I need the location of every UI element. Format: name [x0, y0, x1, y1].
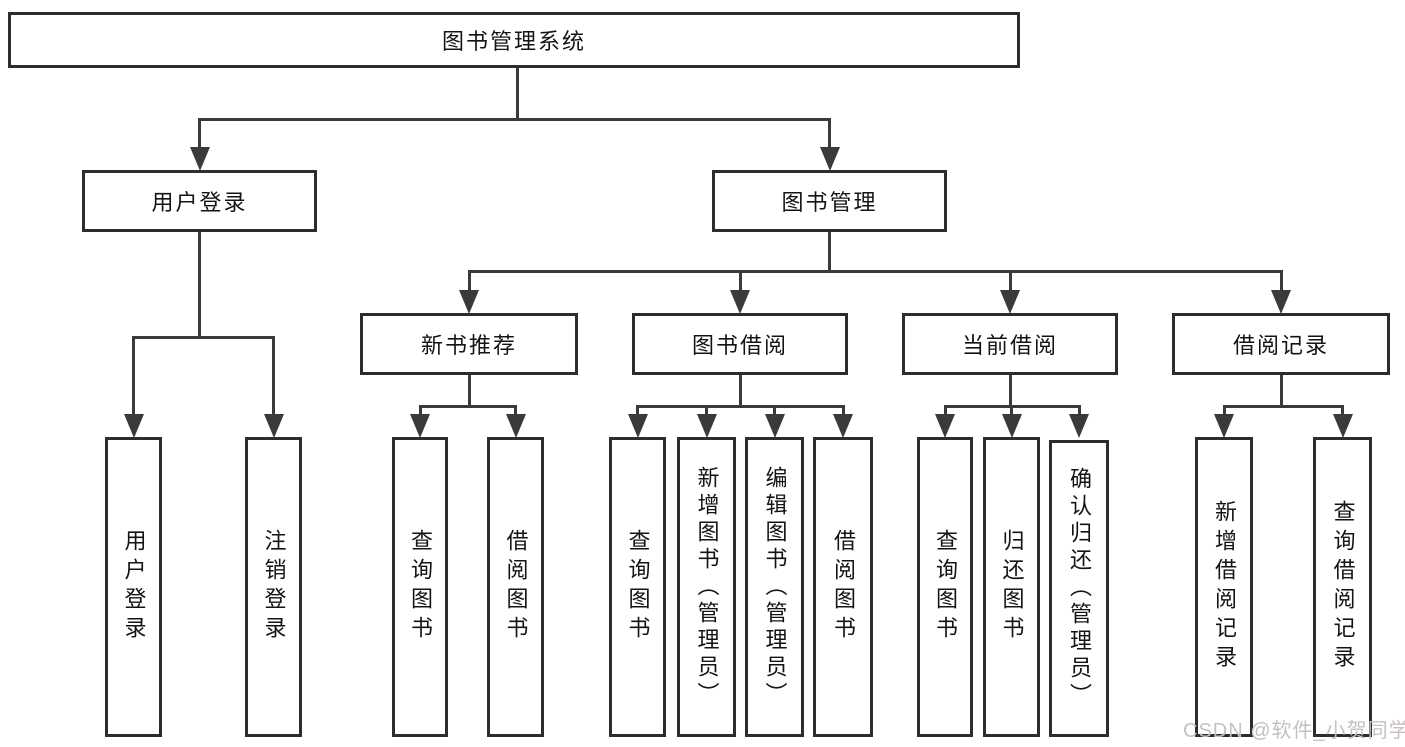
leaf-bb-borrow-books: 借阅图书: [813, 437, 873, 737]
node-borrow-records-label: 借阅记录: [1232, 333, 1329, 358]
arrow-down-icon: [1069, 414, 1089, 438]
connector-bb-hline: [636, 405, 845, 408]
node-new-book-recommend-label: 新书推荐: [420, 333, 517, 358]
arrow-down-icon: [730, 290, 750, 314]
leaf-bb-query-books: 查询图书: [609, 437, 666, 737]
connector-root-drop-right: [828, 118, 831, 150]
connector-nb-drop-1: [419, 405, 422, 416]
leaf-cb-return-books-label: 归还图书: [999, 529, 1025, 645]
leaf-logout-label: 注销登录: [261, 529, 287, 645]
leaf-br-add-record: 新增借阅记录: [1195, 437, 1253, 737]
leaf-bb-add-books-admin: 新增图书（管理员）: [677, 437, 736, 737]
connector-nb-drop-2: [514, 405, 517, 416]
arrow-down-icon: [765, 414, 785, 438]
leaf-bb-edit-books-admin-label: 编辑图书（管理员）: [762, 465, 788, 709]
connector-login-hline: [132, 336, 275, 339]
leaf-user-login-label: 用户登录: [121, 529, 147, 645]
connector-br-drop-1: [1223, 405, 1226, 416]
connector-br-stub: [1280, 375, 1283, 407]
leaf-bb-query-books-label: 查询图书: [625, 529, 651, 645]
node-user-login: 用户登录: [82, 170, 317, 232]
connector-nb-hline: [419, 405, 517, 408]
connector-bb-drop-1: [636, 405, 639, 416]
arrow-down-icon: [264, 414, 284, 438]
connector-mgmt-drop-3: [1009, 270, 1012, 292]
connector-mgmt-hline: [468, 270, 1282, 273]
node-book-management-label: 图书管理: [781, 190, 878, 215]
connector-mgmt-stub: [828, 232, 831, 272]
leaf-cb-return-books: 归还图书: [983, 437, 1040, 737]
leaf-cb-confirm-return-admin-label: 确认归还（管理员）: [1067, 467, 1092, 710]
node-current-borrow: 当前借阅: [902, 313, 1118, 375]
connector-br-hline: [1223, 405, 1344, 408]
node-new-book-recommend: 新书推荐: [360, 313, 578, 375]
node-root-label: 图书管理系统: [441, 29, 586, 54]
node-borrow-records: 借阅记录: [1172, 313, 1390, 375]
leaf-bb-borrow-books-label: 借阅图书: [831, 529, 856, 645]
node-book-borrow: 图书借阅: [632, 313, 848, 375]
arrow-down-icon: [1271, 290, 1291, 314]
connector-nb-stub: [468, 375, 471, 407]
arrow-down-icon: [1333, 414, 1353, 438]
csdn-watermark: CSDN @软件_小贺同学: [1183, 720, 1405, 742]
leaf-cb-confirm-return-admin: 确认归还（管理员）: [1049, 440, 1109, 737]
arrow-down-icon: [935, 414, 955, 438]
connector-bb-stub: [739, 375, 742, 407]
connector-br-drop-2: [1341, 405, 1344, 416]
arrow-down-icon: [697, 414, 717, 438]
connector-cb-stub: [1009, 375, 1012, 407]
connector-mgmt-drop-1: [468, 270, 471, 292]
leaf-bb-edit-books-admin: 编辑图书（管理员）: [745, 437, 804, 737]
arrow-down-icon: [1000, 290, 1020, 314]
leaf-bb-add-books-admin-label: 新增图书（管理员）: [694, 465, 720, 709]
arrow-down-icon: [820, 147, 840, 171]
leaf-logout: 注销登录: [245, 437, 302, 737]
connector-root-drop-left: [198, 118, 201, 150]
arrow-down-icon: [124, 414, 144, 438]
connector-cb-drop-1: [944, 405, 947, 416]
arrow-down-icon: [459, 290, 479, 314]
leaf-cb-query-books-label: 查询图书: [933, 529, 958, 645]
connector-bb-drop-3: [773, 405, 776, 416]
arrow-down-icon: [628, 414, 648, 438]
arrow-down-icon: [1002, 414, 1022, 438]
leaf-nb-query-books: 查询图书: [392, 437, 448, 737]
connector-root-stub: [516, 68, 519, 121]
leaf-nb-query-books-label: 查询图书: [408, 529, 433, 645]
leaf-br-add-record-label: 新增借阅记录: [1212, 500, 1237, 674]
node-book-borrow-label: 图书借阅: [691, 333, 788, 358]
connector-bb-drop-4: [842, 405, 845, 416]
connector-login-stub: [198, 232, 201, 339]
node-user-login-label: 用户登录: [151, 190, 248, 215]
connector-root-hline: [198, 118, 831, 121]
leaf-br-query-record: 查询借阅记录: [1313, 437, 1372, 737]
connector-cb-drop-3: [1078, 405, 1081, 416]
connector-mgmt-drop-4: [1280, 270, 1283, 292]
arrow-down-icon: [833, 414, 853, 438]
leaf-cb-query-books: 查询图书: [917, 437, 973, 737]
node-current-borrow-label: 当前借阅: [961, 333, 1058, 358]
connector-login-drop-1: [132, 336, 135, 416]
connector-login-drop-2: [272, 336, 275, 416]
arrow-down-icon: [190, 147, 210, 171]
connector-cb-drop-2: [1010, 405, 1013, 416]
leaf-user-login: 用户登录: [105, 437, 162, 737]
connector-bb-drop-2: [705, 405, 708, 416]
leaf-nb-borrow-books-label: 借阅图书: [503, 529, 529, 645]
leaf-nb-borrow-books: 借阅图书: [487, 437, 544, 737]
node-book-management: 图书管理: [712, 170, 947, 232]
arrow-down-icon: [1214, 414, 1234, 438]
node-root: 图书管理系统: [8, 12, 1020, 68]
arrow-down-icon: [506, 414, 526, 438]
leaf-br-query-record-label: 查询借阅记录: [1330, 500, 1356, 674]
connector-mgmt-drop-2: [739, 270, 742, 292]
arrow-down-icon: [410, 414, 430, 438]
